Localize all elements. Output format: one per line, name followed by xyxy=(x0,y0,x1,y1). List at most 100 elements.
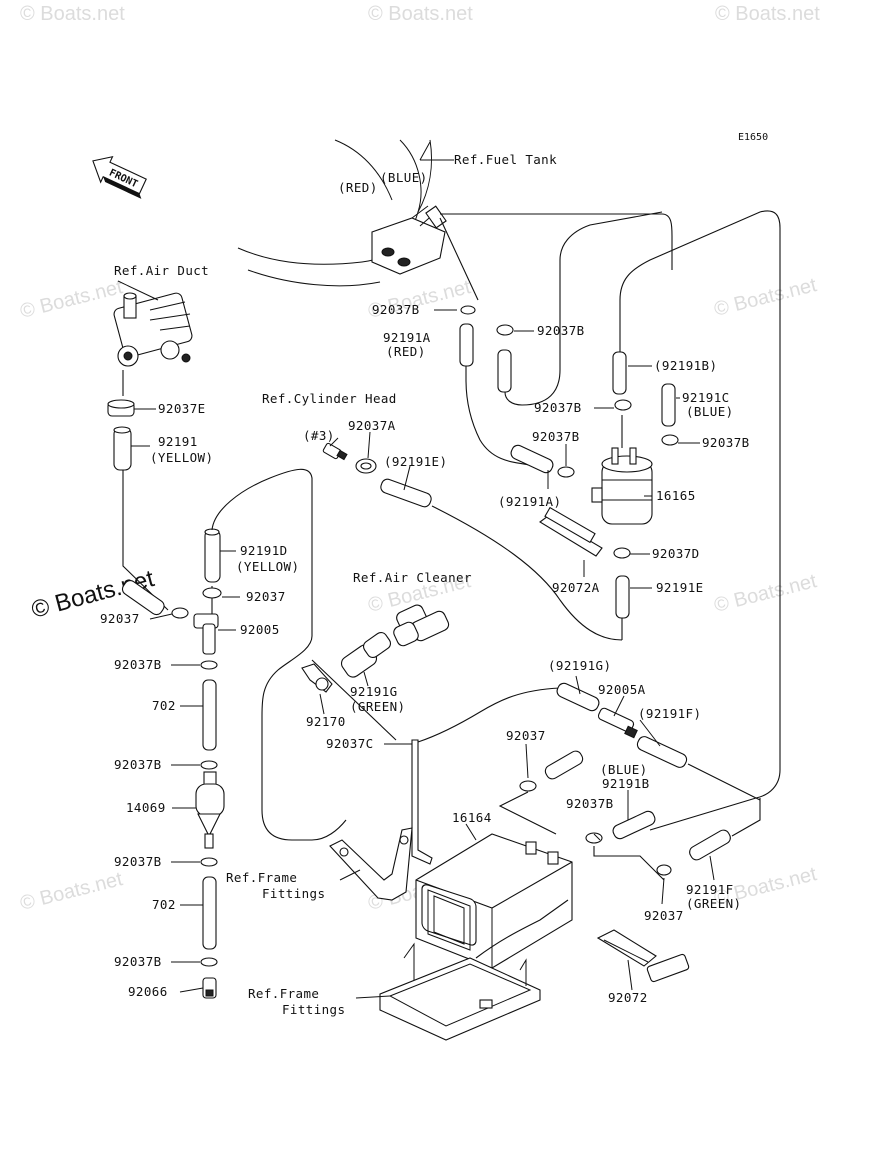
hose-702-lower-icon xyxy=(202,876,217,950)
part-92037b-label: 92037B xyxy=(702,435,750,450)
ref-frame-fittings-upper-sub: Fittings xyxy=(262,886,325,901)
clamp-92037-icon xyxy=(519,780,537,792)
part-92037b-label: 92037B xyxy=(114,954,162,969)
label-blue-mid: (BLUE) xyxy=(600,762,648,777)
part-92191b-label: 92191B xyxy=(602,776,650,791)
clip-92170-icon xyxy=(301,663,333,693)
hose-92191e-paren-icon xyxy=(380,478,432,508)
label-blue-top: (BLUE) xyxy=(380,170,428,185)
part-92170-label: 92170 xyxy=(306,714,346,729)
part-14069-label: 14069 xyxy=(126,800,166,815)
clamp-92037-icon xyxy=(171,607,189,619)
hose-route-cyl xyxy=(431,505,623,641)
fuel-tank-illustration xyxy=(237,139,673,301)
part-92191g-paren-label: (92191G) xyxy=(548,658,611,673)
hose-92191b-blue-icon xyxy=(612,810,656,840)
label-red-top: (RED) xyxy=(338,180,378,195)
clamp-92037b-icon xyxy=(200,857,218,867)
part-702-label: 702 xyxy=(152,897,176,912)
hose-short-92037-icon xyxy=(544,750,584,780)
part-92191a-color-label: (RED) xyxy=(386,344,426,359)
part-92037d-label: 92037D xyxy=(652,546,700,561)
part-92191e-label: 92191E xyxy=(656,580,704,595)
clamp-92037b-icon xyxy=(661,434,679,446)
watermark-text: © Boats.net xyxy=(20,3,125,25)
watermark-text: © Boats.net xyxy=(712,570,819,617)
frame-bracket-upper-icon xyxy=(329,827,413,901)
part-92037b-label: 92037B xyxy=(114,657,162,672)
part-92037b-label: 92037B xyxy=(566,796,614,811)
part-92037-label: 92037 xyxy=(246,589,286,604)
ref-fuel-tank-label: Ref.Fuel Tank xyxy=(454,152,557,167)
clamp-92037a-icon xyxy=(355,458,377,474)
air-cleaner-fitting-icon xyxy=(393,604,450,647)
part-92191g-label: 92191G xyxy=(350,684,398,699)
part-16164-label: 16164 xyxy=(452,810,492,825)
clamp-92037b-icon xyxy=(614,399,632,411)
part-16165-label: 16165 xyxy=(656,488,696,503)
hose-92191c-blue-icon xyxy=(661,383,676,427)
joint-92005a-icon xyxy=(597,707,638,739)
part-92037b-label: 92037B xyxy=(532,429,580,444)
watermark-text: © Boats.net xyxy=(368,3,473,25)
hose-route-mid xyxy=(417,687,561,743)
connector-line xyxy=(731,798,761,837)
part-92191f-paren-label: (92191F) xyxy=(638,706,701,721)
hose-92191-yellow-icon xyxy=(113,426,132,471)
part-92005-label: 92005 xyxy=(240,622,280,637)
ref-air-duct-label: Ref.Air Duct xyxy=(114,263,209,278)
part-92191f-color-label: (GREEN) xyxy=(686,896,741,911)
part-92191d-color-label: (YELLOW) xyxy=(236,559,299,574)
part-92037-label: 92037 xyxy=(100,611,140,626)
part-92191e-paren-label: (92191E) xyxy=(384,454,447,469)
bracket-92037c-icon xyxy=(411,739,433,865)
hose-route-right xyxy=(619,210,781,831)
part-92037-label: 92037 xyxy=(644,908,684,923)
hose-92191b-paren-icon xyxy=(612,351,627,395)
part-92037-label: 92037 xyxy=(506,728,546,743)
hose-92191a-red-icon xyxy=(459,323,474,367)
part-92037c-label: 92037C xyxy=(326,736,374,751)
part-92072a-label: 92072A xyxy=(552,580,600,595)
watermark-text: © Boats.net xyxy=(712,274,819,321)
front-arrow-icon: FRONT xyxy=(92,155,147,199)
watermark-text: © Boats.net xyxy=(715,3,820,25)
connector-line xyxy=(593,846,665,881)
strap-92072a-icon xyxy=(539,506,603,557)
hose-route-red xyxy=(465,330,531,466)
clamp-92037b-top1-icon xyxy=(460,305,476,315)
part-92191a-label: 92191A xyxy=(383,330,431,345)
part-92191-color-label: (YELLOW) xyxy=(150,450,213,465)
ref-air-cleaner-label: Ref.Air Cleaner xyxy=(353,570,472,585)
part-92191c-color-label: (BLUE) xyxy=(686,404,734,419)
clamp-92037b-icon xyxy=(200,957,218,967)
charcoal-canister-16164-icon xyxy=(415,833,573,969)
clamp-92037b-top2-icon xyxy=(496,324,514,336)
part-92005a-label: 92005A xyxy=(598,682,646,697)
hose-route-loop xyxy=(211,468,347,841)
hose-short-left-icon xyxy=(121,580,165,616)
hose-route-top xyxy=(504,211,663,406)
hose-92191a-paren-icon xyxy=(510,444,554,474)
ref-frame-fittings-lower-sub: Fittings xyxy=(282,1002,345,1017)
diagram-code: E1650 xyxy=(738,132,768,143)
t-joint-92005-icon xyxy=(193,613,219,655)
clamp-92037b-icon xyxy=(200,760,218,770)
connector-line xyxy=(687,763,761,801)
part-92191g-color-label: (GREEN) xyxy=(350,699,405,714)
clamp-92037b-icon xyxy=(585,832,603,844)
clamp-92037-icon xyxy=(202,587,222,599)
part-92037b-label: 92037B xyxy=(537,323,585,338)
clamp-92037d-icon xyxy=(613,547,631,559)
ref-frame-fittings-upper-label: Ref.Frame xyxy=(226,870,297,885)
watermark-text: © Boats.net xyxy=(18,868,125,915)
connector-line xyxy=(311,659,397,741)
clamp-92037b-icon xyxy=(557,466,575,478)
part-92037e-label: 92037E xyxy=(158,401,206,416)
part-92191b-paren-label: (92191B) xyxy=(654,358,717,373)
part-92191-label: 92191 xyxy=(158,434,198,449)
part-92191a-paren-label: (92191A) xyxy=(498,494,561,509)
part-92191c-label: 92191C xyxy=(682,390,730,405)
ref-cylinder-head-label: Ref.Cylinder Head xyxy=(262,391,397,406)
